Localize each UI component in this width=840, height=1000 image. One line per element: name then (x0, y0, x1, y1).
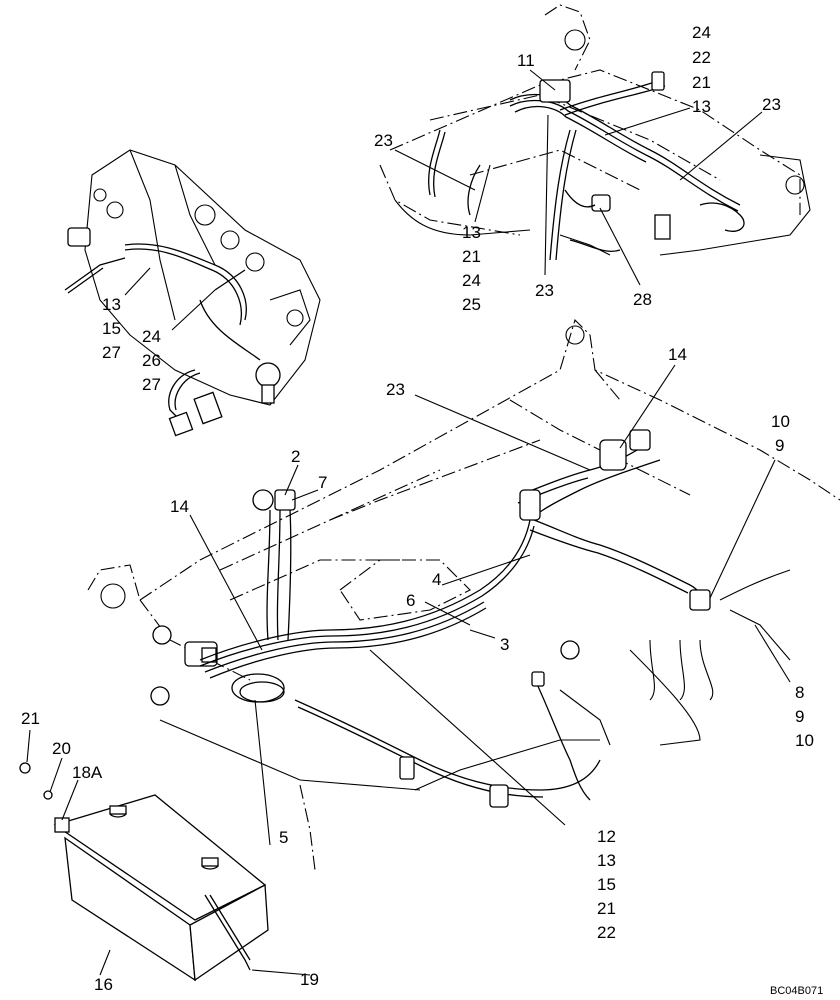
callout-13-top: 13 (692, 97, 711, 116)
callout-25-mid: 25 (462, 295, 481, 314)
callout-13-engine: 13 (102, 295, 121, 314)
callout-10-top: 10 (771, 412, 790, 431)
callout-23-main: 23 (386, 380, 405, 399)
leader-lines (26, 69, 791, 976)
callout-21-battery: 21 (21, 709, 40, 728)
callout-14-right: 14 (668, 345, 687, 364)
callout-4: 4 (432, 570, 441, 589)
callout-8: 8 (795, 683, 804, 702)
figure-reference: BC04B071 (770, 985, 823, 997)
battery (19, 762, 269, 982)
callout-21-bottom: 21 (597, 899, 616, 918)
callout-5: 5 (279, 828, 288, 847)
callout-24-top: 24 (692, 23, 711, 42)
callout-24-mid: 24 (462, 271, 481, 290)
callout-13-bottom: 13 (597, 851, 616, 870)
callout-20: 20 (52, 739, 71, 758)
callout-12: 12 (597, 827, 616, 846)
callout-labels: 24 22 21 13 11 23 23 13 21 24 25 23 28 1… (21, 23, 823, 997)
callout-3: 3 (500, 635, 509, 654)
callout-23-upper-right: 23 (762, 95, 781, 114)
callout-11: 11 (517, 51, 535, 70)
callout-13-mid: 13 (462, 223, 481, 242)
callout-23-mid: 23 (535, 281, 554, 300)
callout-22-bottom: 22 (597, 923, 616, 942)
callout-21-top: 21 (692, 73, 711, 92)
main-frame-assembly (87, 318, 840, 871)
callout-22-top: 22 (692, 48, 711, 67)
callout-28: 28 (633, 290, 652, 309)
callout-16: 16 (94, 975, 113, 994)
callout-7: 7 (318, 473, 327, 492)
callout-2: 2 (291, 447, 300, 466)
callout-23-upper-left: 23 (374, 131, 393, 150)
callout-6: 6 (406, 591, 415, 610)
engine-detail-inset (64, 149, 321, 437)
callout-10-bottom: 10 (795, 731, 814, 750)
callout-26-engine: 26 (142, 351, 161, 370)
callout-15-engine: 15 (102, 319, 121, 338)
callout-18A: 18A (72, 763, 103, 782)
callout-27-engine-b: 27 (142, 375, 161, 394)
callout-24-engine: 24 (142, 327, 161, 346)
callout-27-engine: 27 (102, 343, 121, 362)
callout-15-bottom: 15 (597, 875, 616, 894)
frame-detail-inset (379, 4, 811, 261)
callout-21-mid: 21 (462, 247, 481, 266)
callout-9-bottom: 9 (795, 707, 804, 726)
callout-9-top: 9 (775, 436, 784, 455)
callout-19: 19 (300, 970, 319, 989)
callout-14-left: 14 (170, 497, 189, 516)
